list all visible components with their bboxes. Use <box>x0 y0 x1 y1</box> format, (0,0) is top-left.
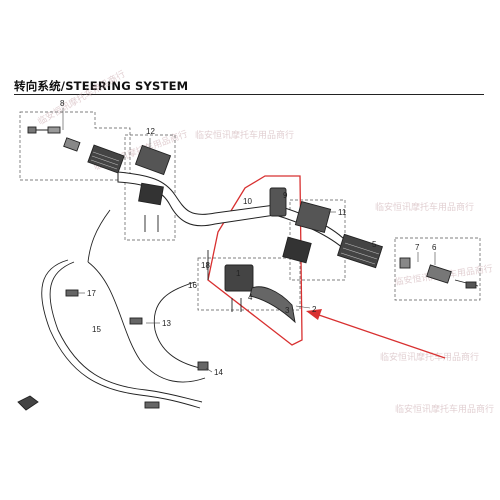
callout-16: 16 <box>188 281 197 290</box>
left-grip-group <box>19 111 131 181</box>
highlight-frame <box>207 175 303 346</box>
callout-7: 7 <box>415 243 420 252</box>
highlight-arrow-line <box>315 313 446 359</box>
callout-2: 2 <box>312 305 317 314</box>
watermark: 临安恒讯摩托车用品商行 <box>375 201 474 213</box>
callout-10: 10 <box>243 197 252 206</box>
highlight-arrowhead <box>306 309 322 320</box>
callout-12: 12 <box>146 127 155 136</box>
callout-13: 13 <box>162 319 171 328</box>
right-grip-group <box>394 237 481 301</box>
cable-13 <box>87 261 206 383</box>
watermark: 临安恒讯摩托车用品商行 <box>380 351 479 363</box>
lever-group <box>197 257 301 311</box>
dashed-groups <box>19 111 481 311</box>
title-rule <box>14 94 484 95</box>
right-grip-parts <box>282 200 479 289</box>
watermark: 临安恒讯摩托车用品商行 <box>195 129 294 141</box>
watermark: 临安恒讯摩托车用品商行 <box>395 403 494 415</box>
callout-8: 8 <box>60 99 65 108</box>
lever-assembly <box>207 187 296 324</box>
callout-numbers: 8 12 11 5 7 6 2 3 4 1 18 9 10 17 13 15 1… <box>60 99 437 377</box>
callout-6: 6 <box>432 243 437 252</box>
cables <box>41 209 206 409</box>
watermark: 临安恒讯摩托车用品商行 <box>36 68 128 128</box>
cable-15 <box>41 259 201 409</box>
callout-11: 11 <box>338 208 347 217</box>
callout-15: 15 <box>92 325 101 334</box>
callout-1: 1 <box>236 269 241 278</box>
diagram-title: 转向系统/STEERING SYSTEM <box>14 79 189 93</box>
callout-4: 4 <box>248 293 253 302</box>
leaders <box>62 108 436 373</box>
callout-3: 3 <box>285 306 290 315</box>
callout-5: 5 <box>372 240 377 249</box>
callout-17: 17 <box>87 289 96 298</box>
highlight <box>207 175 446 359</box>
watermarks: 临安恒讯摩托车用品商行 临安恒讯摩托车用品商行 临安恒讯摩托车用品商行 临安恒讯… <box>36 68 495 415</box>
callout-18: 18 <box>201 261 210 270</box>
cable-16 <box>153 281 201 369</box>
left-grip-parts <box>27 126 172 232</box>
left-clamp-group <box>124 134 176 241</box>
clips <box>17 289 209 411</box>
callout-14: 14 <box>214 368 223 377</box>
callout-9: 9 <box>283 191 288 200</box>
